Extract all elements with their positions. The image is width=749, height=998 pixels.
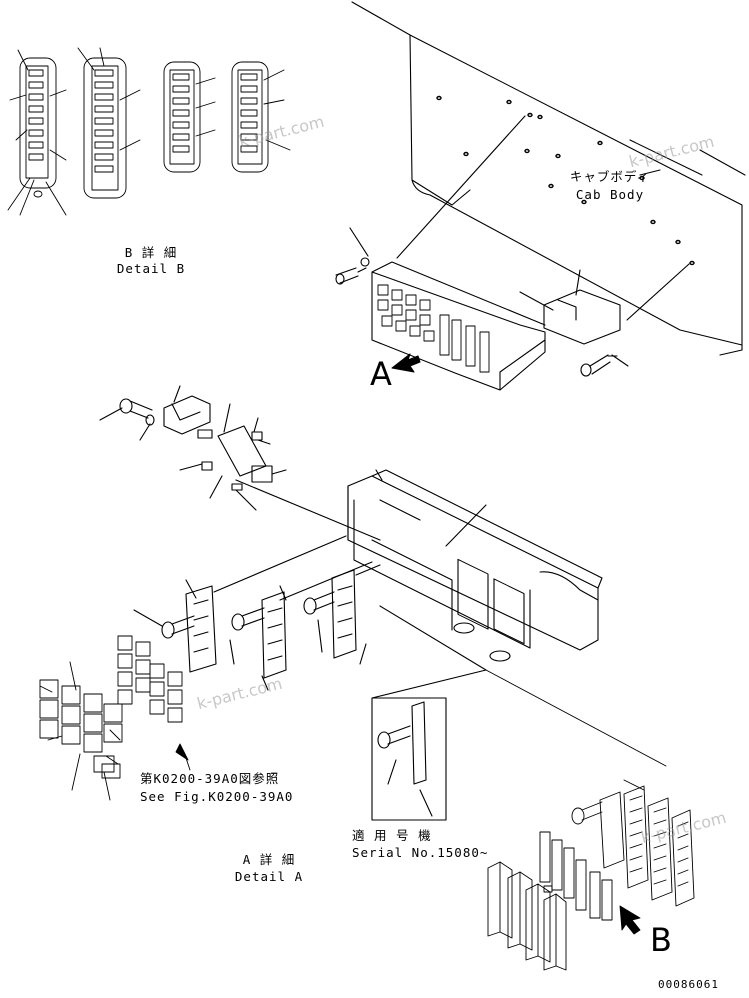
serial-label-jp: 適 用 号 機 [352,828,432,843]
relay-cluster-left [39,635,191,801]
detail-b-title-jp: B 詳 細 [124,245,178,260]
clip-and-cover-parts [99,385,381,541]
detail-a-connectors [485,669,695,971]
detail-a-title-jp: A 詳 細 [242,852,296,867]
cab-body-panel [351,1,746,356]
mounting-strips [133,535,381,691]
serial-inset [371,605,487,821]
relay-box-assembly-top [335,227,629,391]
cab-body-label-en: Cab Body [575,187,645,202]
serial-label-en: Serial No.15080~ [352,845,489,860]
detail-a-title-en: Detail A [234,869,304,884]
detail-b-connectors [7,47,291,216]
see-fig-label-jp: 第K0200-39A0図参照 [140,771,280,786]
see-fig-label-en: See Fig.K0200-39A0 [140,789,294,804]
relay-box-housing [347,469,603,662]
arrow-a-label: A [370,355,392,393]
arrow-b-label: B [650,921,672,959]
cab-body-label-jp: キャブボディ [569,169,651,184]
detail-b-title-en: Detail B [116,261,186,276]
drawing-number: 00086061 [658,978,719,991]
